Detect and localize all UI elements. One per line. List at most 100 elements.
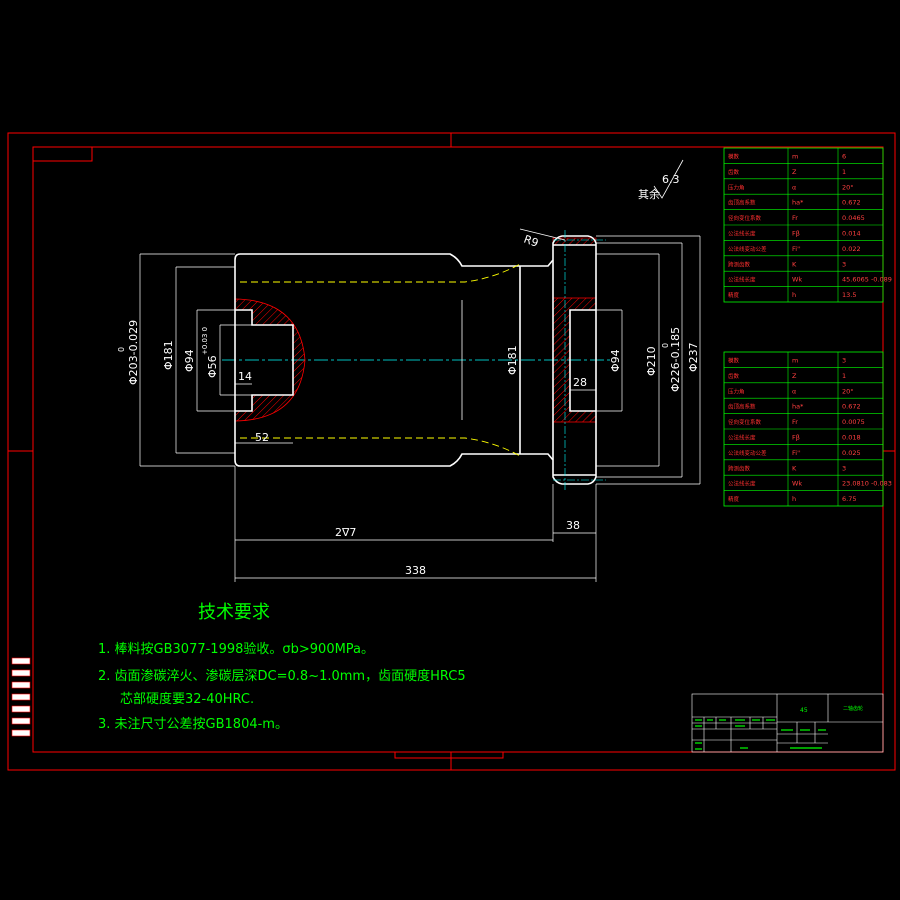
table-cell: 0.022 xyxy=(842,245,861,253)
table-cell: 模数 xyxy=(728,153,740,161)
table-cell: 45.6065 -0.089 xyxy=(842,276,892,284)
side-stamp-blocks xyxy=(11,657,31,737)
table-cell: α xyxy=(792,183,796,191)
hidden-lines xyxy=(240,263,521,457)
table-cell: 公法线长度 xyxy=(728,230,756,238)
gear-table-1: 模数 m 6 齿数 Z 1 压力角 α 20° 齿顶高系数 ha* 0.672 径向变位系数 Fr 0.04… xyxy=(723,147,892,303)
table-cell: m xyxy=(792,357,798,365)
table-cell: 公法线长度 xyxy=(728,276,756,284)
table-cell: Fi'' xyxy=(792,245,801,253)
table-cell: 20° xyxy=(842,387,854,395)
dim-d181-left: Φ181 xyxy=(162,340,175,370)
table-cell: ha* xyxy=(792,199,804,207)
note-item-2b: 芯部硬度要32-40HRC. xyxy=(120,692,255,707)
top-flange-sliver xyxy=(552,237,597,246)
table-cell: Wk xyxy=(792,276,802,284)
table-cell: 0.0465 xyxy=(842,214,865,222)
table-cell: 压力角 xyxy=(728,183,745,191)
note-item-3: 3. 未注尺寸公差按GB1804-m。 xyxy=(98,717,288,732)
table-cell: 公法线变动公差 xyxy=(728,245,767,253)
roughness-value: 6.3 xyxy=(662,173,680,186)
gear-table-2: 模数 m 3 齿数 Z 1 压力角 α 20° 齿顶高系数 ha* 0.672 径向变位系数 Fr 0.00… xyxy=(723,351,892,507)
dim-d226-upper: 0 xyxy=(661,343,670,348)
table-cell: 齿顶高系数 xyxy=(728,403,756,411)
roughness-label: 其余 xyxy=(638,187,660,201)
dimension-texts: Φ203-0.029 0 Φ181 Φ94 Φ56 +0.03 0 14 52 … xyxy=(117,233,700,577)
table-cell: h xyxy=(792,495,796,503)
table-cell: 6.75 xyxy=(842,495,856,503)
table-cell: 径向变位系数 xyxy=(728,214,762,222)
dim-d203: Φ203-0.029 xyxy=(127,320,140,385)
title-block: 45 二轴齿轮 xyxy=(691,693,884,753)
title-block-material: 45 xyxy=(800,707,808,714)
table-cell: Z xyxy=(792,168,797,176)
table-cell: K xyxy=(792,464,797,472)
table-cell: 3 xyxy=(842,464,846,472)
part-outline xyxy=(234,235,597,485)
table-cell: 0.018 xyxy=(842,434,861,442)
table-cell: 0.014 xyxy=(842,230,861,238)
dim-d203-upper: 0 xyxy=(117,347,126,352)
table-cell: 20° xyxy=(842,183,854,191)
table-cell: 0.0075 xyxy=(842,418,865,426)
table-cell: 0.025 xyxy=(842,449,861,457)
table-cell: 23.0810 -0.083 xyxy=(842,480,892,488)
dim-d210: Φ210 xyxy=(645,346,658,376)
dim-d52: 52 xyxy=(255,431,269,444)
table-cell: Wk xyxy=(792,480,802,488)
radius-label: R9 xyxy=(522,233,540,250)
table-cell: 跨测齿数 xyxy=(728,260,751,268)
title-block-name: 二轴齿轮 xyxy=(843,705,863,712)
dim-d14: 14 xyxy=(238,370,252,383)
table-cell: 13.5 xyxy=(842,291,856,299)
table-cell: α xyxy=(792,387,796,395)
table-cell: m xyxy=(792,153,798,161)
dim-len207: 2∇7 xyxy=(335,526,356,539)
dim-d94-right: Φ94 xyxy=(609,349,622,372)
table-cell: 模数 xyxy=(728,357,740,365)
dim-d56: Φ56 xyxy=(206,355,219,378)
table-cell: 跨测齿数 xyxy=(728,464,751,472)
table-cell: 齿数 xyxy=(728,372,740,380)
table-cell: 齿数 xyxy=(728,168,740,176)
table-cell: 齿顶高系数 xyxy=(728,199,756,207)
table-cell: 公法线长度 xyxy=(728,480,756,488)
dim-d237: Φ237 xyxy=(687,342,700,372)
dim-len38: 38 xyxy=(566,519,580,532)
table-cell: ha* xyxy=(792,403,804,411)
table-cell: Fβ xyxy=(792,230,800,238)
note-item-1: 1. 棒料按GB3077-1998验收。σb>900MPa。 xyxy=(98,642,375,657)
note-item-2: 2. 齿面渗碳淬火、渗碳层深DC=0.8~1.0mm，齿面硬度HRC5 xyxy=(98,669,466,684)
table-cell: 1 xyxy=(842,168,846,176)
table-cell: 3 xyxy=(842,260,846,268)
table-cell: 公法线长度 xyxy=(728,434,756,442)
dim-d28: 28 xyxy=(573,376,587,389)
center-marks xyxy=(553,230,606,490)
table-cell: 精度 xyxy=(728,495,740,503)
table-cell: 公法线变动公差 xyxy=(728,449,767,457)
table-cell: 精度 xyxy=(728,291,740,299)
table-cell: 1 xyxy=(842,372,846,380)
table-cell: h xyxy=(792,291,796,299)
surface-roughness-mark: 6.3 其余 xyxy=(638,159,684,201)
dim-d56-tol: +0.03 0 xyxy=(201,327,209,355)
table-cell: 0.672 xyxy=(842,403,861,411)
notes-title: 技术要求 xyxy=(198,602,270,623)
table-cell: 6 xyxy=(842,153,846,161)
table-cell: 压力角 xyxy=(728,387,745,395)
dimension-lines xyxy=(139,228,701,582)
table-cell: 3 xyxy=(842,357,846,365)
table-cell: Fr xyxy=(792,418,798,426)
table-cell: 0.672 xyxy=(842,199,861,207)
table-cell: K xyxy=(792,260,797,268)
dim-d94-left: Φ94 xyxy=(183,349,196,372)
table-cell: Fi'' xyxy=(792,449,801,457)
dim-len338: 338 xyxy=(405,564,426,577)
table-cell: Fβ xyxy=(792,434,800,442)
dim-d181-right: Φ181 xyxy=(506,345,519,375)
table-cell: Z xyxy=(792,372,797,380)
table-cell: 径向变位系数 xyxy=(728,418,762,426)
dim-d226: Φ226-0.185 xyxy=(669,327,682,392)
table-cell: Fr xyxy=(792,214,798,222)
